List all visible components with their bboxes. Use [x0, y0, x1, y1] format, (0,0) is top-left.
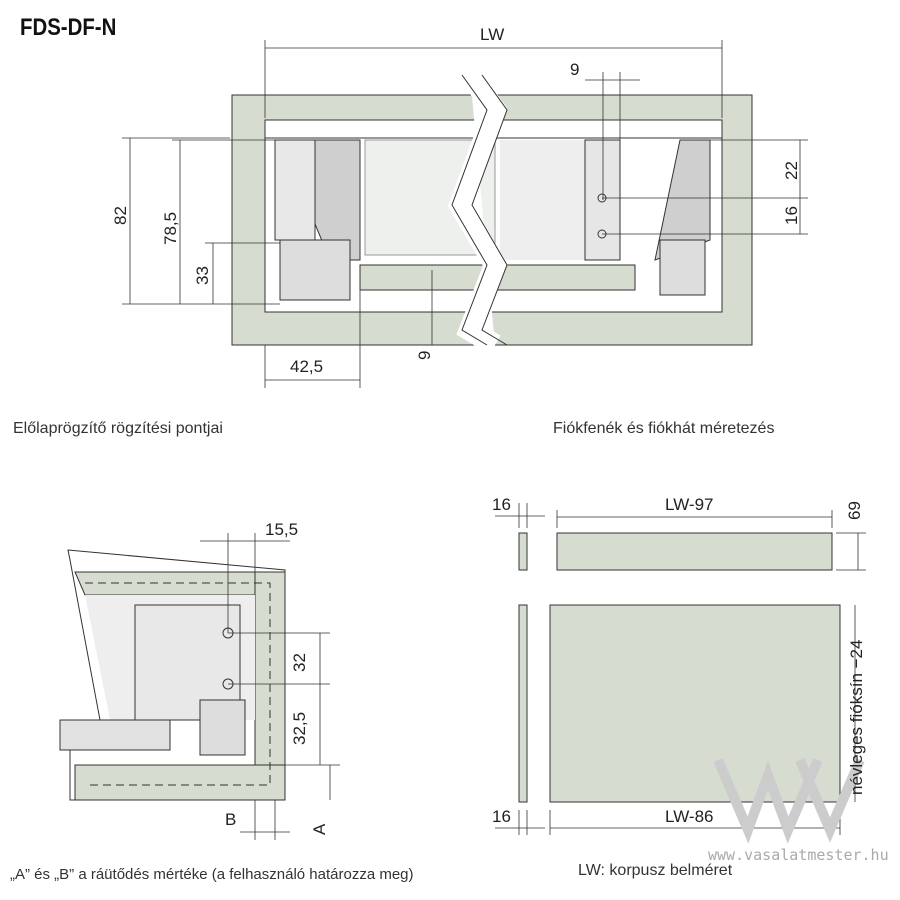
dim-16-side: 16 [492, 807, 511, 826]
top-dimension-lines [122, 40, 808, 388]
panel-sizes-view [518, 532, 841, 803]
dim-15-5: 15,5 [265, 520, 298, 539]
corner-detail-view [59, 549, 286, 801]
watermark-logo [713, 758, 865, 844]
dim-32: 32 [290, 653, 309, 672]
caption-ab-note: „A” és „B” a ráütődés mértéke (a felhasz… [10, 866, 414, 883]
dim-16: 16 [782, 206, 801, 225]
dim-32-5: 32,5 [290, 712, 309, 745]
dim-16-back: 16 [492, 495, 511, 514]
corner-dimension-lines [200, 533, 340, 840]
watermark-text: www.vasalatmester.hu [708, 846, 889, 864]
dim-a: A [310, 823, 329, 835]
caption-lw-note: LW: korpusz belméret [578, 862, 733, 879]
caption-bottom-back: Fiókfenék és fiókhát méretezés [553, 420, 775, 437]
dim-69: 69 [845, 501, 864, 520]
dim-nominal-slide: névleges fióksín −24 [847, 640, 866, 795]
product-code: FDS-DF-N [20, 14, 117, 41]
dim-lw: LW [480, 25, 504, 44]
dim-42-5: 42,5 [290, 357, 323, 376]
dim-lw-86: LW-86 [665, 807, 714, 826]
dim-78-5: 78,5 [161, 212, 180, 245]
caption-front-fixing: Előlaprögzítő rögzítési pontjai [13, 420, 223, 437]
dim-b: B [225, 810, 236, 829]
dim-9-bottom: 9 [415, 351, 434, 360]
dim-82: 82 [111, 206, 130, 225]
dim-22: 22 [782, 161, 801, 180]
dim-lw-97: LW-97 [665, 495, 714, 514]
dim-33: 33 [193, 266, 212, 285]
dim-9-top: 9 [570, 60, 579, 79]
top-section-view [231, 68, 753, 355]
